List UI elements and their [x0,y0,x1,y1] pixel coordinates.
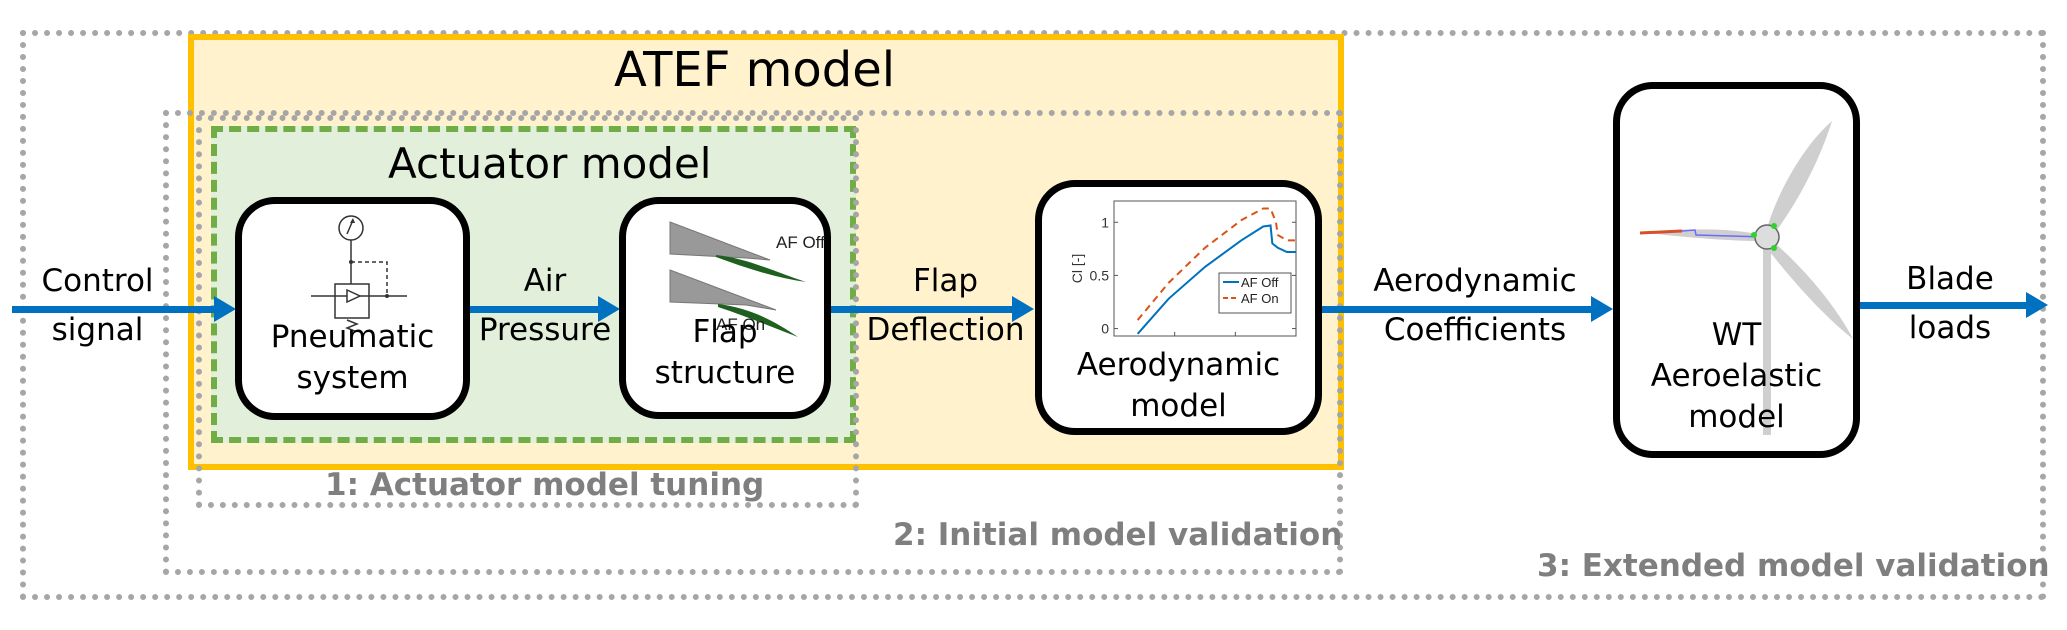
region-2-label: 2: Initial model validation [893,517,1343,553]
y-tick-label: 0 [1101,321,1109,337]
wt-label-line2: Aeroelastic [1650,358,1823,395]
pneumatic-valve-icon [311,215,407,332]
aero-label-line1: Aerodynamic [1076,347,1281,383]
legend-entry: AF On [1241,291,1279,306]
wind-turbine-icon [1639,121,1853,435]
y-tick-label: 0.5 [1090,267,1110,283]
flap-airfoil-icon: AF Off AF On [669,221,825,337]
wt-aeroelastic-block[interactable]: WT Aeroelastic model [1613,82,1860,458]
pneumatic-label-line1: Pneumatic [270,319,435,355]
series-af-off [1136,224,1296,335]
blade-loads-arrow [1858,292,2048,318]
flap-label-line1: Flap [692,314,758,350]
wt-label-line1: WT [1711,317,1762,353]
atef-model-title: ATEF model [614,42,896,98]
actuator-model-title: Actuator model [388,139,712,188]
flap-label-line2: structure [654,355,796,392]
air-pressure-arrow [468,296,620,322]
legend-box [1218,272,1292,314]
flap-structure-block[interactable]: AF Off AF On Flap structure [619,197,831,419]
region-initial-validation-box [163,110,1343,575]
region-3-label: 3: Extended model validation [1537,548,2050,584]
flap-deflection-label: Flap Deflection [866,263,1025,348]
pneumatic-label-line2: system [296,360,409,397]
af-off-label: AF Off [776,233,825,252]
y-axis-label: Cl [-] [1069,254,1085,284]
flap-deflection-arrow [828,296,1034,322]
blade-loads-label: Blade loads [1906,261,1994,346]
aero-label-line2: model [1130,388,1227,425]
pneumatic-system-block[interactable]: Pneumatic system [235,197,470,420]
af-on-label: AF On [716,315,765,334]
y-tick-label: 1 [1101,214,1109,230]
legend-entry: AF Off [1241,275,1279,290]
aero-coefficients-label: Aerodynamic Coefficients [1373,263,1577,348]
region-1-label: 1: Actuator model tuning [325,467,765,503]
control-signal-label: Control signal [41,263,154,348]
aero-coefficients-arrow [1320,296,1613,322]
series-af-on [1136,207,1296,321]
control-signal-arrow [12,296,236,322]
air-pressure-label: Air Pressure [478,263,612,348]
wt-label-line3: model [1688,399,1785,436]
